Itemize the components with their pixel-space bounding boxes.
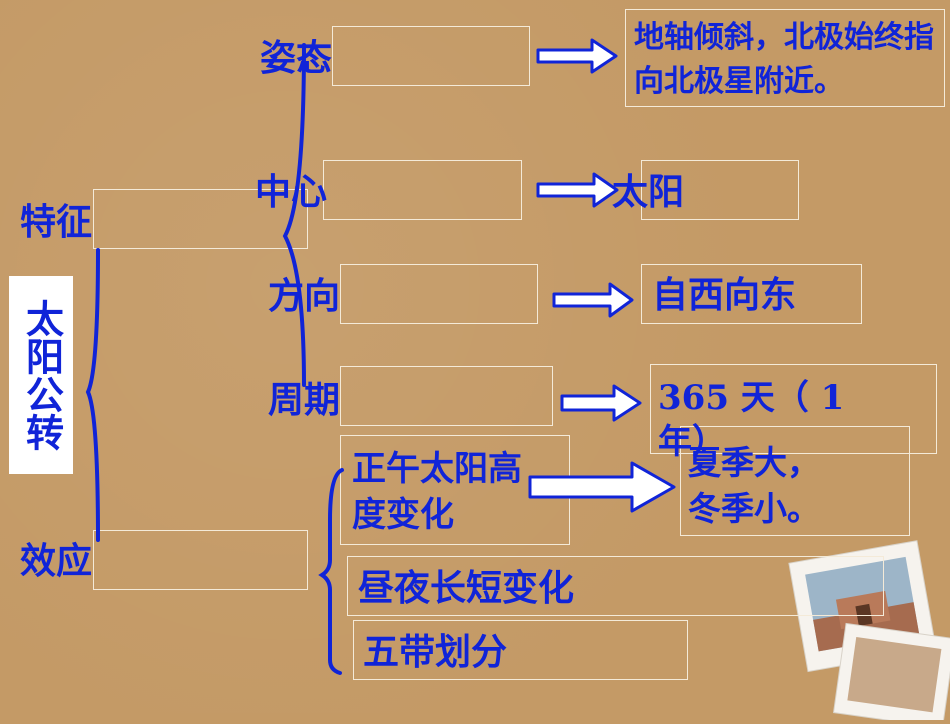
effect-label-sun-height: 正午太阳高度变化 bbox=[352, 449, 522, 535]
effect-label-day-length: 昼夜长短变化 bbox=[358, 568, 575, 609]
effects-brace bbox=[318, 468, 344, 675]
attribute-label-center: 中心 bbox=[255, 172, 328, 213]
photo-frame-decoration bbox=[780, 520, 950, 724]
result-text-period: 365 天（ 1 年） bbox=[658, 378, 845, 462]
title-text: 太阳公转 bbox=[19, 299, 64, 451]
result-box-center bbox=[641, 160, 799, 220]
attribute-label-direction: 方向 bbox=[268, 276, 341, 317]
effects-box bbox=[93, 530, 308, 590]
attribute-box-center bbox=[323, 160, 522, 220]
result-text-posture: 地轴倾斜，北极始终指向北极星附近。 bbox=[634, 20, 934, 99]
effect-result-box-sun-height bbox=[680, 426, 910, 536]
result-text-direction: 自西向东 bbox=[652, 275, 797, 316]
attribute-box-period bbox=[340, 366, 553, 426]
effect-result-sun-height: 夏季大，冬季小。 bbox=[688, 443, 820, 528]
result-box-posture bbox=[625, 9, 945, 107]
attribute-label-posture: 姿态 bbox=[260, 38, 333, 79]
arrow-period bbox=[560, 384, 642, 422]
attribute-box-posture bbox=[332, 26, 530, 86]
result-text-center: 太阳 bbox=[612, 172, 685, 213]
arrow-center bbox=[536, 172, 619, 208]
attribute-box-direction bbox=[340, 264, 538, 324]
features-box bbox=[93, 189, 308, 249]
main-brace bbox=[85, 248, 100, 542]
effect-box-day-length bbox=[347, 556, 884, 616]
attribute-label-period: 周期 bbox=[268, 380, 341, 421]
result-box-direction bbox=[641, 264, 862, 324]
features-label: 特征 bbox=[20, 202, 93, 243]
effects-label: 效应 bbox=[20, 541, 93, 582]
result-box-period bbox=[650, 364, 937, 454]
arrow-direction bbox=[552, 282, 634, 318]
effect-box-climate-zones bbox=[353, 620, 688, 680]
arrow-posture bbox=[536, 38, 618, 74]
title-box: 太阳公转 bbox=[9, 276, 73, 474]
effect-label-climate-zones: 五带划分 bbox=[363, 632, 508, 673]
